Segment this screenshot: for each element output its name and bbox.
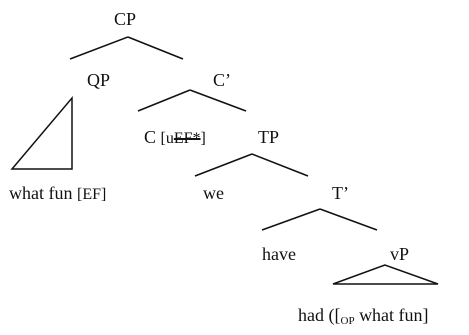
c-feature-struck: EF* [173,130,201,147]
branch-tp-tbar [251,153,309,177]
node-t-head: have [262,244,296,264]
node-t-bar: T’ [332,183,349,203]
spec-qp-feature: [EF] [76,186,107,203]
branch-tbar-have [261,208,321,231]
node-cp: CP [114,9,137,29]
vp-bracket-open: ([ [328,305,341,325]
branch-cp-qp [69,36,129,60]
vp-head: had [298,305,324,325]
vp-op-subscript: OP [340,315,355,327]
node-c-head: C [uEF*] [144,127,206,149]
vp-triangle [332,264,439,285]
node-vp: vP [390,244,410,264]
c-feature-close: ] [200,130,206,147]
c-feature-open: [u [160,130,174,147]
branch-tp-we [194,153,253,177]
node-tp: TP [258,127,280,147]
node-qp: QP [87,70,111,90]
vp-content-text: what fun] [359,305,429,325]
node-subject: we [203,183,224,203]
branch-tbar-vp [319,208,378,231]
node-vp-content: had ([OP what fun] [298,305,429,331]
c-feature: [uEF*] [161,130,206,147]
branch-cbar-tp [189,89,247,112]
branch-cbar-c [137,89,191,112]
qp-triangle [10,95,73,170]
spec-qp-text: what fun [9,183,73,203]
branch-cp-cbar [127,36,184,60]
node-spec-qp: what fun [EF] [9,183,106,205]
node-c-bar: C’ [213,70,231,90]
c-head-label: C [144,127,157,147]
